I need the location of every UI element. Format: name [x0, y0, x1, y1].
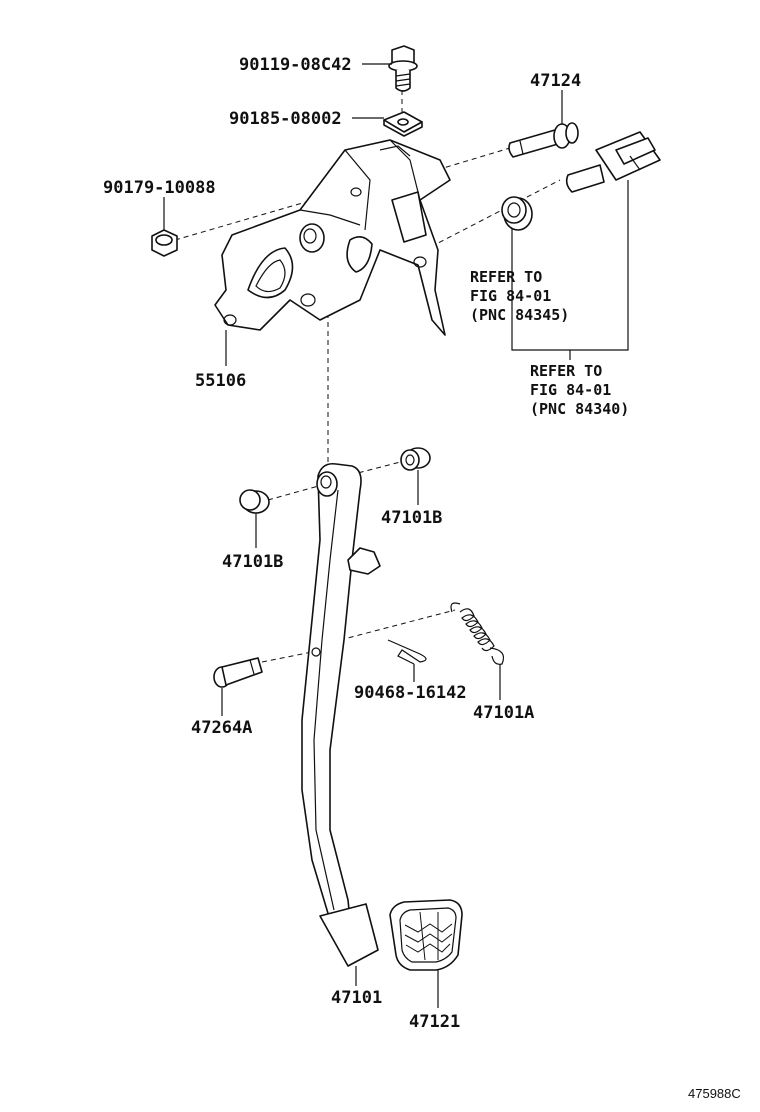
clip-part	[387, 639, 427, 665]
pin-47124-part	[508, 122, 579, 158]
refer-note-84345-line3: (PNC 84345)	[470, 306, 569, 324]
nut-part	[151, 229, 178, 257]
label-pin-top: 47124	[530, 71, 581, 91]
label-pedal-arm: 47101	[331, 988, 382, 1008]
switch-bushing-part	[501, 196, 533, 231]
washer-part	[383, 111, 423, 137]
refer-note-84345-line2: FIG 84-01	[470, 287, 551, 305]
label-bracket: 55106	[195, 371, 246, 391]
refer-note-84340-line1: REFER TO	[530, 362, 602, 380]
bushing-left-part	[239, 489, 270, 514]
label-bushing-right: 47101B	[381, 508, 442, 528]
return-spring-part	[450, 602, 505, 665]
pedal-arm-part	[301, 462, 381, 967]
refer-note-84345-line1: REFER TO	[470, 268, 542, 286]
stop-lamp-switch-part	[565, 131, 661, 193]
label-clip: 90468-16142	[354, 683, 467, 703]
refer-note-84340: REFER TO FIG 84-01 (PNC 84340)	[530, 362, 629, 418]
refer-note-84345: REFER TO FIG 84-01 (PNC 84345)	[470, 268, 569, 324]
label-spring: 47101A	[473, 703, 534, 723]
figure-code: 475988C	[688, 1086, 741, 1101]
label-nut: 90179-10088	[103, 178, 216, 198]
label-pedal-pad: 47121	[409, 1012, 460, 1032]
label-clevis-pin: 47264A	[191, 718, 252, 738]
bushing-right-part	[400, 447, 431, 471]
pedal-bracket-part	[214, 139, 451, 336]
refer-note-84340-line3: (PNC 84340)	[530, 400, 629, 418]
pedal-pad-part	[389, 899, 463, 971]
label-bolt: 90119-08C42	[239, 55, 352, 75]
bolt-part	[388, 45, 418, 92]
clevis-pin-part	[213, 657, 263, 688]
leader-lines	[163, 63, 629, 1008]
refer-note-84340-line2: FIG 84-01	[530, 381, 611, 399]
label-washer: 90185-08002	[229, 109, 342, 129]
part-labels: 90119-08C42 90185-08002 90179-10088 4712…	[103, 55, 581, 1032]
label-bushing-left: 47101B	[222, 552, 283, 572]
